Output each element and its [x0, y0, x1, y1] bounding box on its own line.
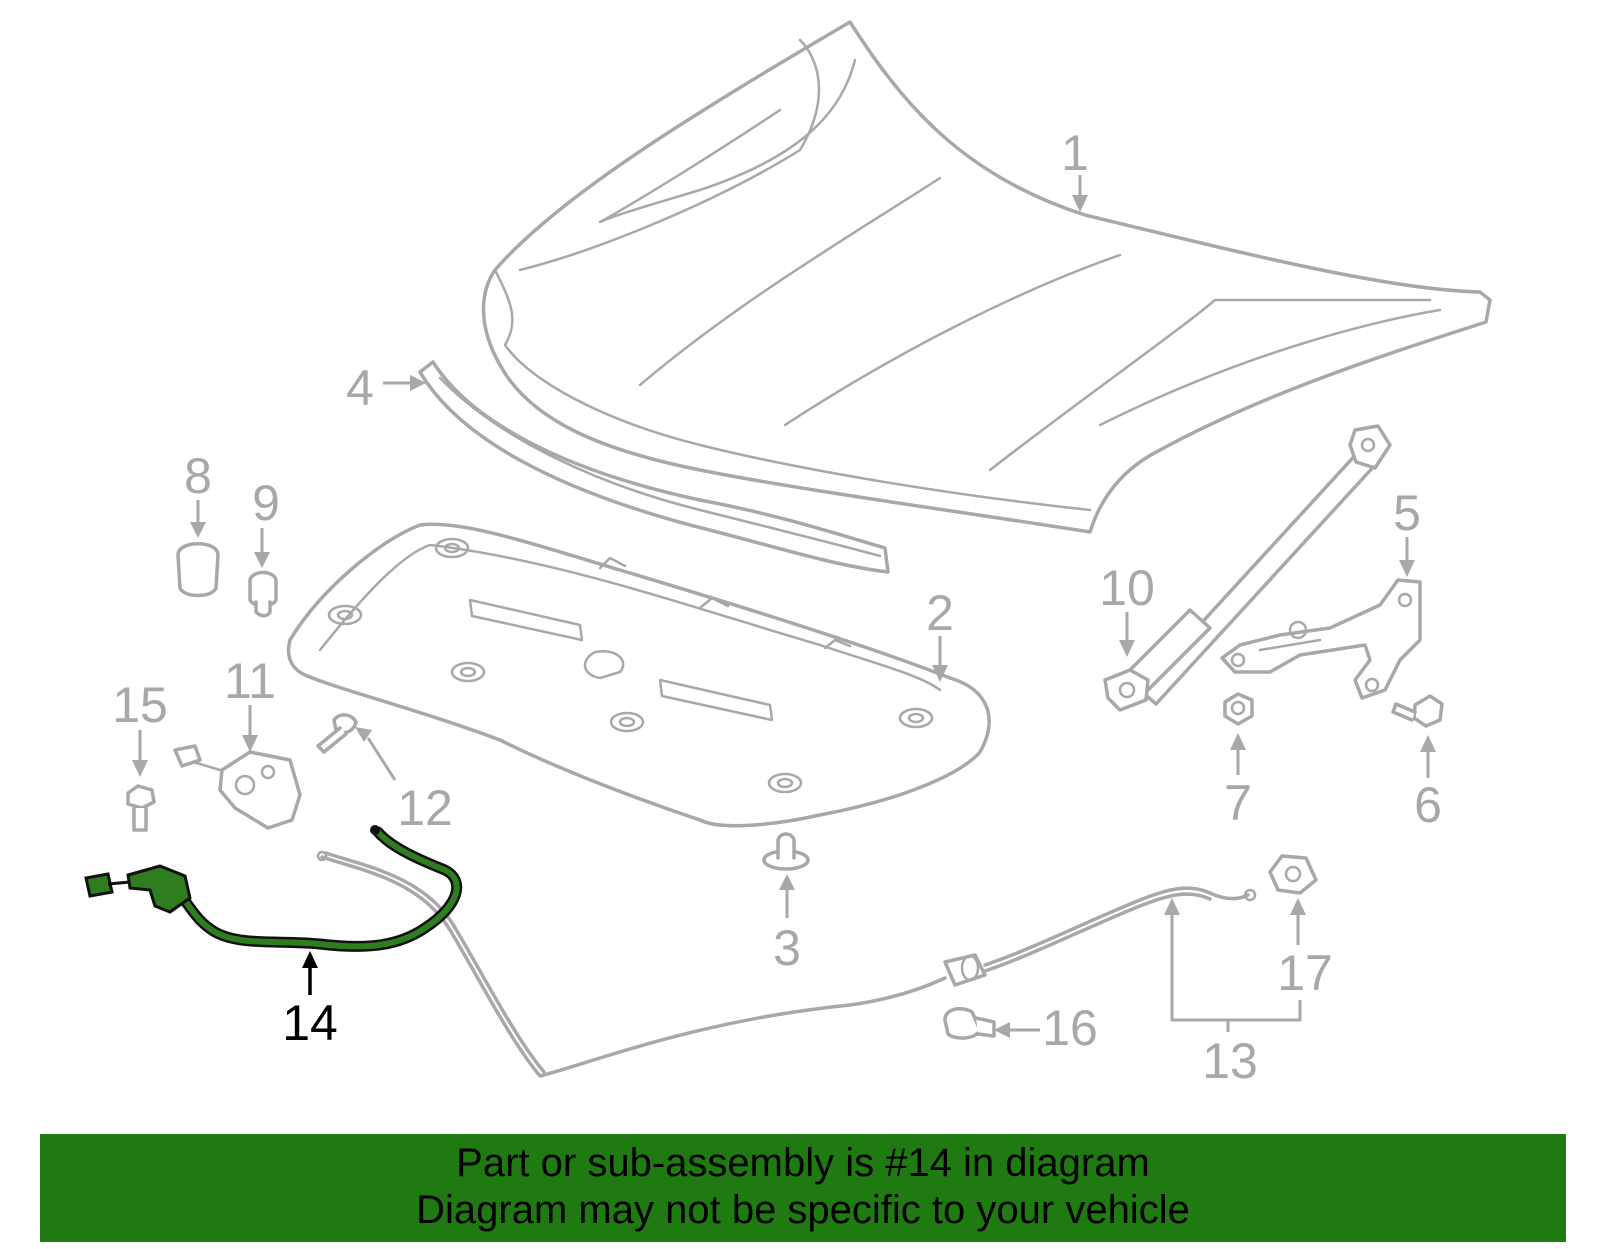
bumper-9: [248, 570, 278, 618]
arrow-3: [779, 874, 795, 890]
arrow-10: [1119, 640, 1135, 657]
hood-hinge: [1220, 578, 1422, 700]
banner-line-2: Diagram may not be specific to your vehi…: [416, 1188, 1190, 1232]
callout-9: 9: [252, 475, 280, 531]
release-handle: [943, 1006, 996, 1040]
arrow-2: [932, 665, 948, 682]
callout-6: 6: [1414, 777, 1442, 833]
callout-7: 7: [1224, 775, 1252, 831]
callout-11: 11: [224, 653, 276, 709]
highlighted-cable-14: [84, 825, 463, 952]
insulation-pad: [286, 522, 991, 828]
arrow-12: [355, 727, 372, 742]
release-cable: [316, 850, 1257, 1078]
callout-12: 12: [397, 780, 453, 836]
hood-latch: [173, 744, 302, 830]
bolt-6: [1391, 694, 1444, 728]
callout-13: 13: [1202, 1033, 1258, 1089]
hood-panel: [481, 20, 1492, 534]
callout-3: 3: [773, 920, 801, 976]
arrow-6: [1420, 735, 1436, 752]
lift-support: [1103, 424, 1392, 712]
arrow-15: [132, 760, 148, 777]
nut-7: [1223, 692, 1254, 726]
callout-15: 15: [112, 677, 168, 733]
arrow-16: [994, 1022, 1010, 1038]
callout-17: 17: [1277, 945, 1333, 1001]
arrow-7: [1230, 733, 1246, 750]
callout-4: 4: [346, 360, 374, 416]
callout-2: 2: [926, 585, 954, 641]
arrow-1: [1072, 195, 1088, 212]
arrow-13: [1164, 898, 1180, 915]
parts-diagram: 1 4 2 8: [84, 20, 1492, 1089]
callout-10: 10: [1099, 560, 1155, 616]
arrow-14: [302, 951, 318, 968]
arrow-8: [190, 522, 206, 538]
callout-14: 14: [282, 995, 338, 1051]
callout-1: 1: [1061, 125, 1089, 181]
callout-5: 5: [1393, 485, 1421, 541]
bumper-8: [176, 542, 220, 598]
arrow-5: [1399, 560, 1415, 577]
retainer-clip: [762, 832, 810, 871]
callout-16: 16: [1042, 1000, 1098, 1056]
notice-banner: Part or sub-assembly is #14 in diagram D…: [40, 1134, 1566, 1242]
arrow-11: [242, 735, 258, 752]
leader-12: [366, 737, 397, 781]
hood-seal: [418, 360, 890, 574]
arrow-17: [1290, 898, 1306, 915]
arrow-9: [254, 552, 270, 568]
bolt-12: [316, 713, 358, 754]
banner-line-1: Part or sub-assembly is #14 in diagram: [456, 1141, 1150, 1185]
clip-17: [1268, 854, 1318, 895]
leader-13-bracket: [1170, 915, 1302, 1022]
bolt-15: [126, 784, 156, 832]
arrow-4: [410, 375, 426, 391]
callout-8: 8: [184, 448, 212, 504]
